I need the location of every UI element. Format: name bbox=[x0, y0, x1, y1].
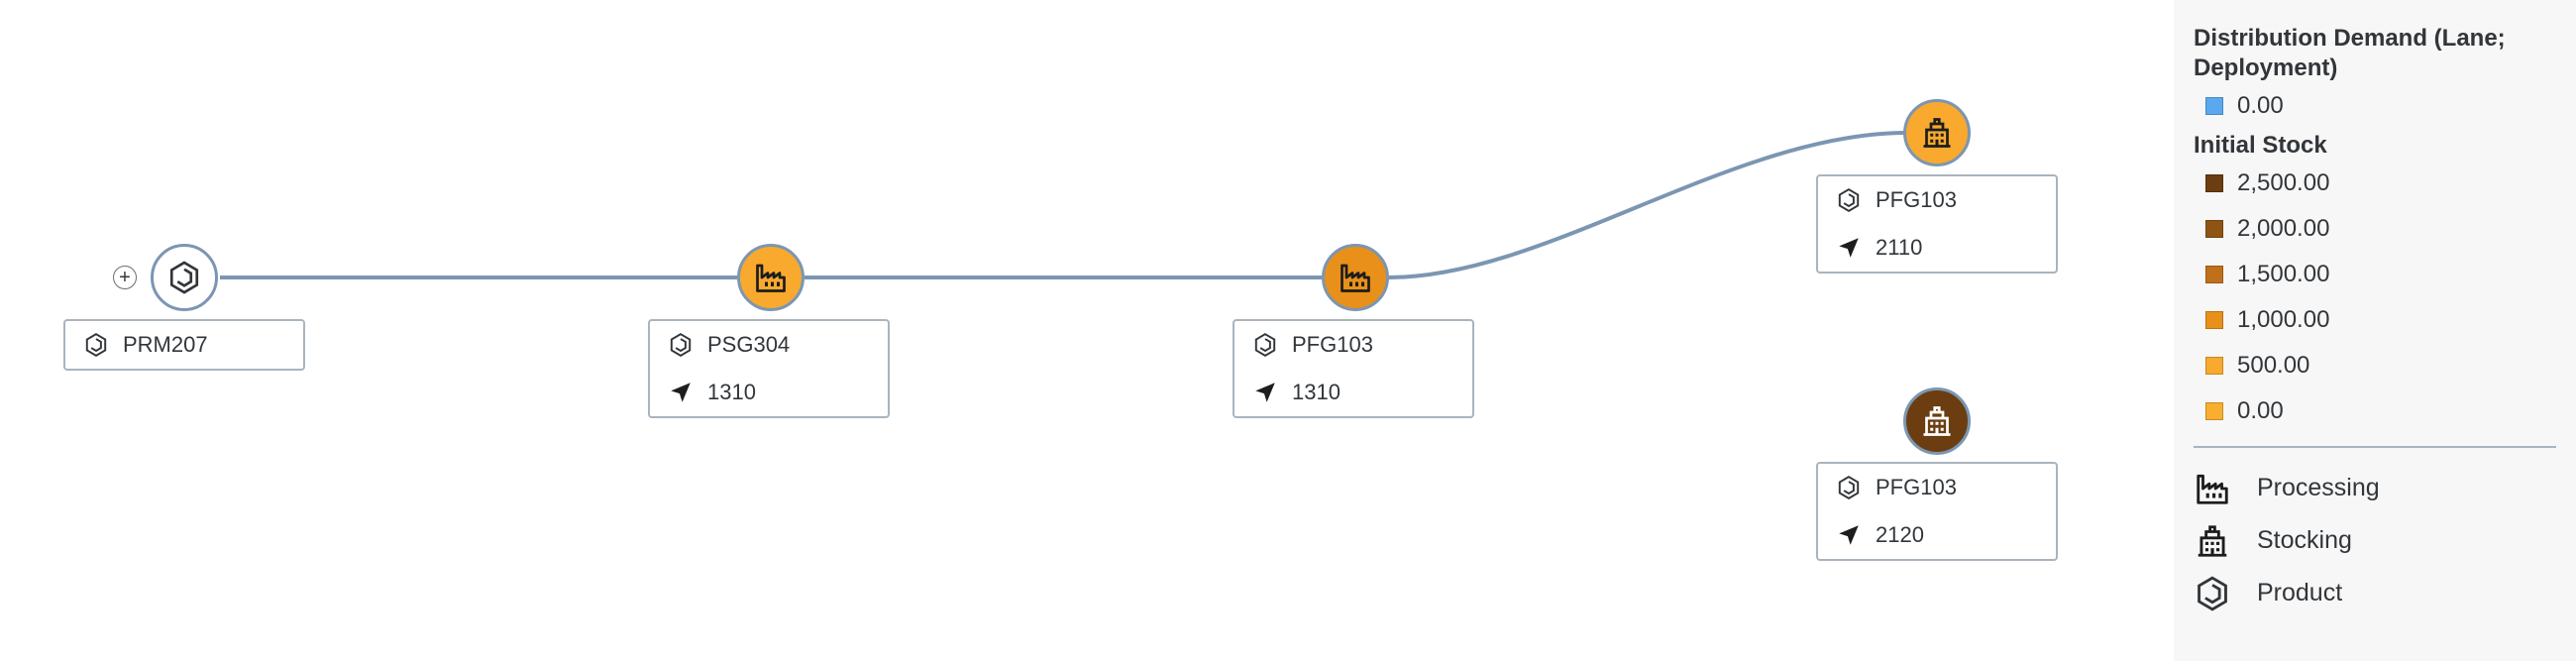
legend-swatch bbox=[2205, 402, 2223, 420]
legend-swatch bbox=[2205, 357, 2223, 375]
legend-shape-label: Product bbox=[2257, 579, 2343, 606]
card-location-row: 2110 bbox=[1818, 224, 2056, 272]
legend-stock-item: 1,500.00 bbox=[2194, 252, 2556, 297]
legend-stock-title: Initial Stock bbox=[2194, 132, 2327, 159]
legend-item-label: 1,500.00 bbox=[2237, 261, 2330, 287]
legend-swatch bbox=[2205, 311, 2223, 329]
legend-swatch bbox=[2205, 174, 2223, 192]
card-product-label: PFG103 bbox=[1292, 332, 1373, 357]
node-card-pfg103-2120[interactable]: PFG103 2120 bbox=[1816, 462, 2058, 561]
card-product-label: PFG103 bbox=[1876, 187, 1957, 212]
legend-shape-processing: Processing bbox=[2194, 462, 2556, 514]
node-card-prm207[interactable]: PRM207 bbox=[63, 319, 305, 371]
factory-icon bbox=[1341, 264, 1370, 292]
card-product-row: PRM207 bbox=[65, 321, 303, 369]
legend-shape-stocking: Stocking bbox=[2194, 514, 2556, 567]
navigation-arrow-icon bbox=[1836, 522, 1862, 548]
expand-upstream-button[interactable]: + bbox=[113, 266, 137, 289]
product-icon bbox=[1836, 475, 1862, 500]
legend-stock-item: 500.00 bbox=[2194, 343, 2556, 388]
legend-stock-item: 2,500.00 bbox=[2194, 161, 2556, 206]
card-product-row: PFG103 bbox=[1818, 176, 2056, 224]
legend-demand-item: 0.00 bbox=[2194, 83, 2556, 129]
legend-item-label: 500.00 bbox=[2237, 352, 2310, 379]
factory-icon bbox=[756, 264, 786, 292]
product-icon bbox=[1252, 332, 1278, 358]
legend-swatch bbox=[2205, 266, 2223, 283]
network-graph-canvas[interactable]: + PRM207 PSG304 bbox=[0, 0, 2170, 661]
legend-divider bbox=[2194, 446, 2556, 448]
factory-icon bbox=[2194, 470, 2231, 507]
graph-links bbox=[220, 131, 1907, 279]
legend-swatch bbox=[2205, 97, 2223, 115]
navigation-arrow-icon bbox=[668, 380, 694, 405]
product-icon bbox=[83, 332, 109, 358]
legend-item-label: 0.00 bbox=[2237, 92, 2284, 119]
legend-stock-item: 0.00 bbox=[2194, 388, 2556, 434]
legend-shape-label: Processing bbox=[2257, 474, 2380, 501]
card-location-label: 1310 bbox=[1292, 380, 1341, 404]
card-product-row: PFG103 bbox=[1818, 464, 2056, 511]
legend-panel: Distribution Demand (Lane; Deployment) 0… bbox=[2174, 0, 2576, 661]
navigation-arrow-icon bbox=[1836, 235, 1862, 261]
node-card-psg304[interactable]: PSG304 1310 bbox=[648, 319, 890, 418]
legend-item-label: 1,000.00 bbox=[2237, 306, 2330, 333]
card-location-row: 1310 bbox=[650, 369, 888, 416]
card-product-label: PSG304 bbox=[707, 332, 791, 357]
legend-item-label: 2,500.00 bbox=[2237, 169, 2330, 196]
legend-stock-list: 2,500.00 2,000.00 1,500.00 1,000.00 500.… bbox=[2194, 161, 2556, 434]
card-product-label: PRM207 bbox=[123, 332, 208, 357]
legend-shape-product: Product bbox=[2194, 567, 2556, 619]
node-stocking-pfg103-2120[interactable] bbox=[1903, 387, 1971, 455]
card-location-label: 1310 bbox=[707, 380, 756, 404]
link-pfg103-1310-pfg103-2110[interactable] bbox=[1388, 131, 1907, 279]
legend-stock-item: 1,000.00 bbox=[2194, 297, 2556, 343]
card-location-label: 2110 bbox=[1876, 235, 1923, 260]
card-product-label: PFG103 bbox=[1876, 475, 1957, 499]
legend-shape-label: Stocking bbox=[2257, 526, 2352, 554]
node-processing-psg304[interactable] bbox=[737, 244, 805, 311]
navigation-arrow-icon bbox=[1252, 380, 1278, 405]
product-icon bbox=[668, 332, 694, 358]
node-product-prm207[interactable] bbox=[151, 244, 218, 311]
legend-demand-list: 0.00 bbox=[2194, 83, 2556, 129]
building-icon bbox=[1923, 118, 1951, 148]
node-card-pfg103-1310[interactable]: PFG103 1310 bbox=[1233, 319, 1474, 418]
legend-item-label: 2,000.00 bbox=[2237, 215, 2330, 242]
legend-stock-item: 2,000.00 bbox=[2194, 206, 2556, 252]
legend-demand-title: Distribution Demand (Lane; Deployment) bbox=[2194, 25, 2506, 81]
card-location-row: 2120 bbox=[1818, 511, 2056, 559]
node-card-pfg103-2110[interactable]: PFG103 2110 bbox=[1816, 174, 2058, 274]
building-icon bbox=[2194, 522, 2231, 560]
card-location-row: 1310 bbox=[1234, 369, 1472, 416]
legend-item-label: 0.00 bbox=[2237, 397, 2284, 424]
card-location-label: 2120 bbox=[1876, 522, 1924, 547]
card-product-row: PSG304 bbox=[650, 321, 888, 369]
product-icon bbox=[1836, 187, 1862, 213]
legend-swatch bbox=[2205, 220, 2223, 238]
building-icon bbox=[1923, 406, 1951, 436]
node-stocking-pfg103-2110[interactable] bbox=[1903, 99, 1971, 166]
expand-symbol: + bbox=[119, 267, 131, 288]
node-processing-pfg103-1310[interactable] bbox=[1322, 244, 1389, 311]
card-product-row: PFG103 bbox=[1234, 321, 1472, 369]
legend-shapes-list: Processing Stocking Product bbox=[2194, 462, 2556, 619]
product-icon bbox=[2194, 575, 2231, 612]
product-icon bbox=[169, 261, 199, 294]
